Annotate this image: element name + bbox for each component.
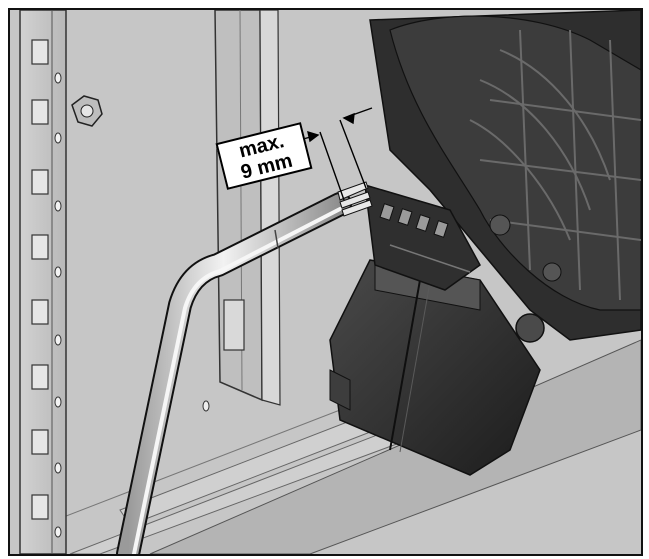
illustration	[10, 10, 641, 554]
fan-icon	[369, 10, 641, 343]
mounting-panel	[202, 10, 281, 412]
dimension-arrow-icon	[291, 107, 373, 201]
cable-icon	[116, 181, 373, 554]
diagram-frame: max. 9 mm	[8, 8, 643, 556]
nut-icon	[71, 95, 103, 127]
terminal-block-icon	[364, 183, 481, 291]
rack-rail-icon	[19, 10, 67, 554]
